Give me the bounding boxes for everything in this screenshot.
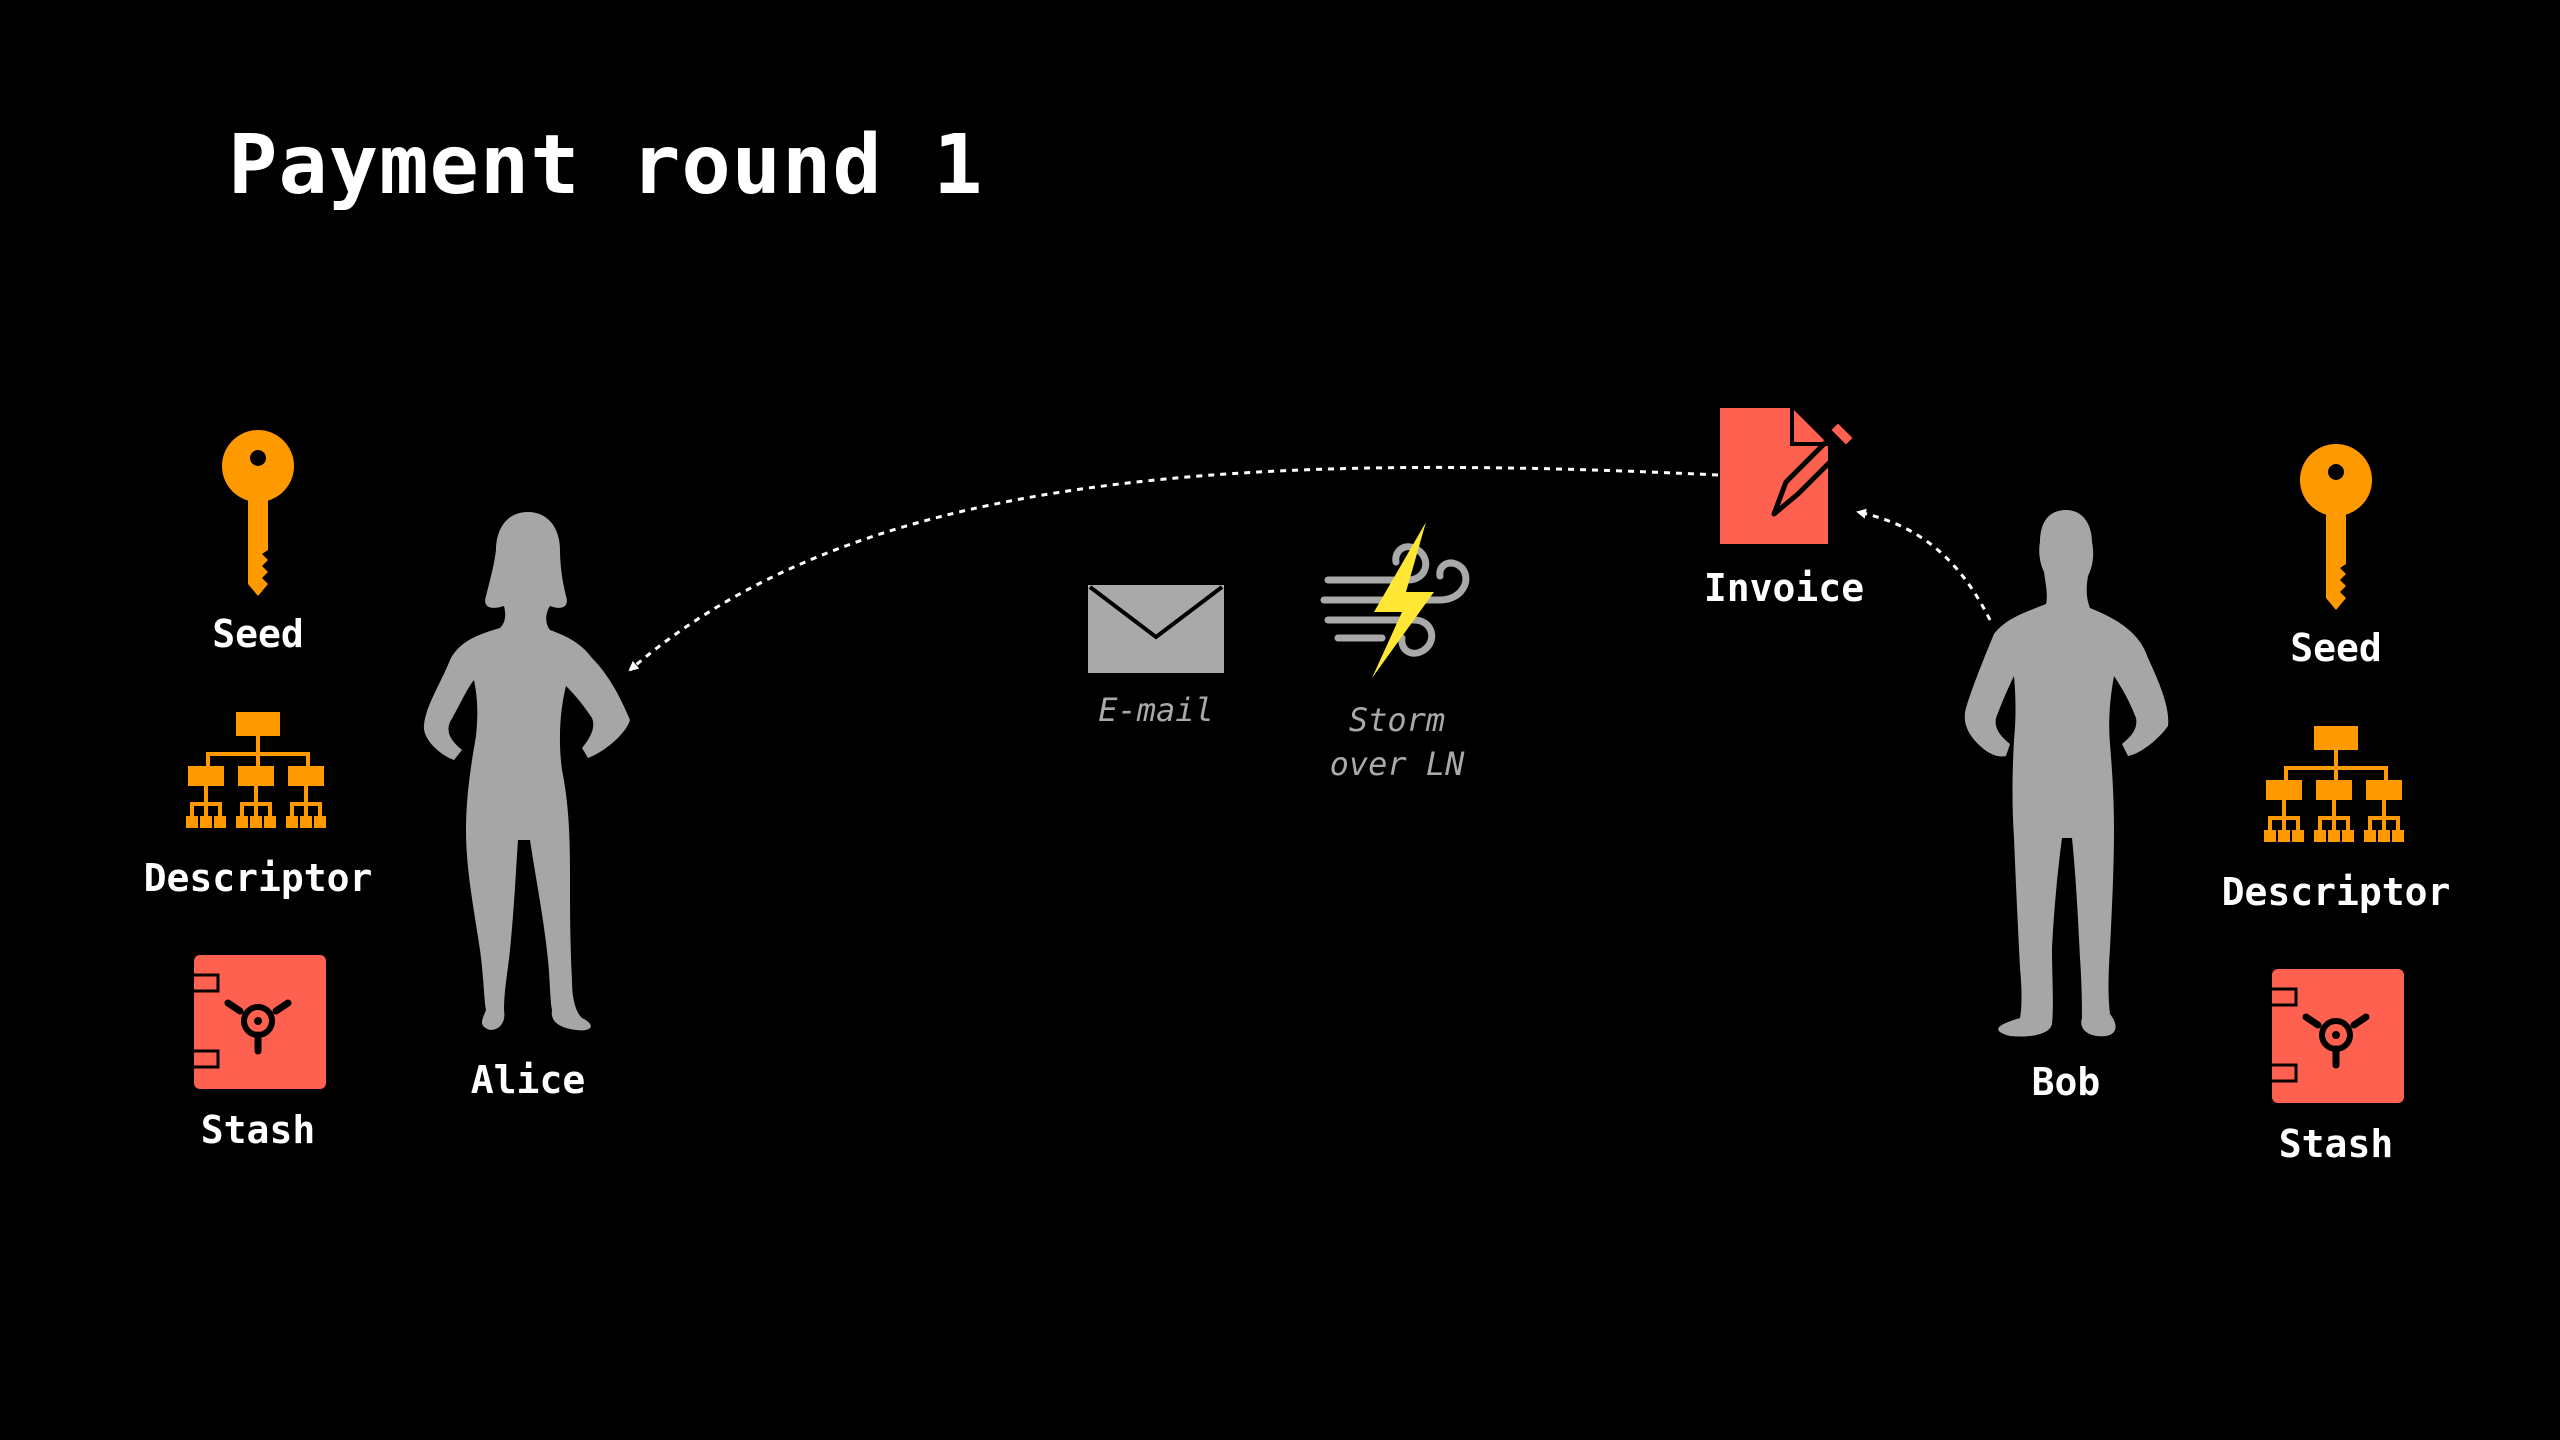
alice-seed-label: Seed [212,612,304,656]
bob-descriptor-label: Descriptor [2221,870,2451,914]
email-label: E-mail [1098,691,1214,729]
bob-seed-label: Seed [2290,626,2382,670]
hierarchy-icon [2264,726,2404,842]
storm-label: Storm over LN [1330,698,1465,786]
bob-name-label: Bob [2031,1060,2101,1104]
safe-icon [188,955,326,1089]
man-silhouette-icon [1964,510,2169,1037]
key-icon [2299,444,2372,610]
alice-name-label: Alice [470,1058,586,1102]
bob-stash-label: Stash [2278,1122,2394,1166]
alice-descriptor-label: Descriptor [143,856,373,900]
key-icon [221,430,294,596]
alice-stash-label: Stash [200,1108,316,1152]
storm-label-line1: Storm [1348,701,1446,739]
arrow-invoice-to-alice [628,465,1719,672]
hierarchy-icon [186,712,326,828]
woman-silhouette-icon [423,512,630,1031]
invoice-label: Invoice [1703,566,1865,610]
invoice-pen-icon [1720,408,1860,544]
page-title: Payment round 1 [228,118,984,213]
safe-icon [2266,969,2404,1103]
storm-label-line2: over LN [1329,745,1465,783]
storm-lightning-icon [1320,522,1470,678]
envelope-icon [1088,585,1224,673]
